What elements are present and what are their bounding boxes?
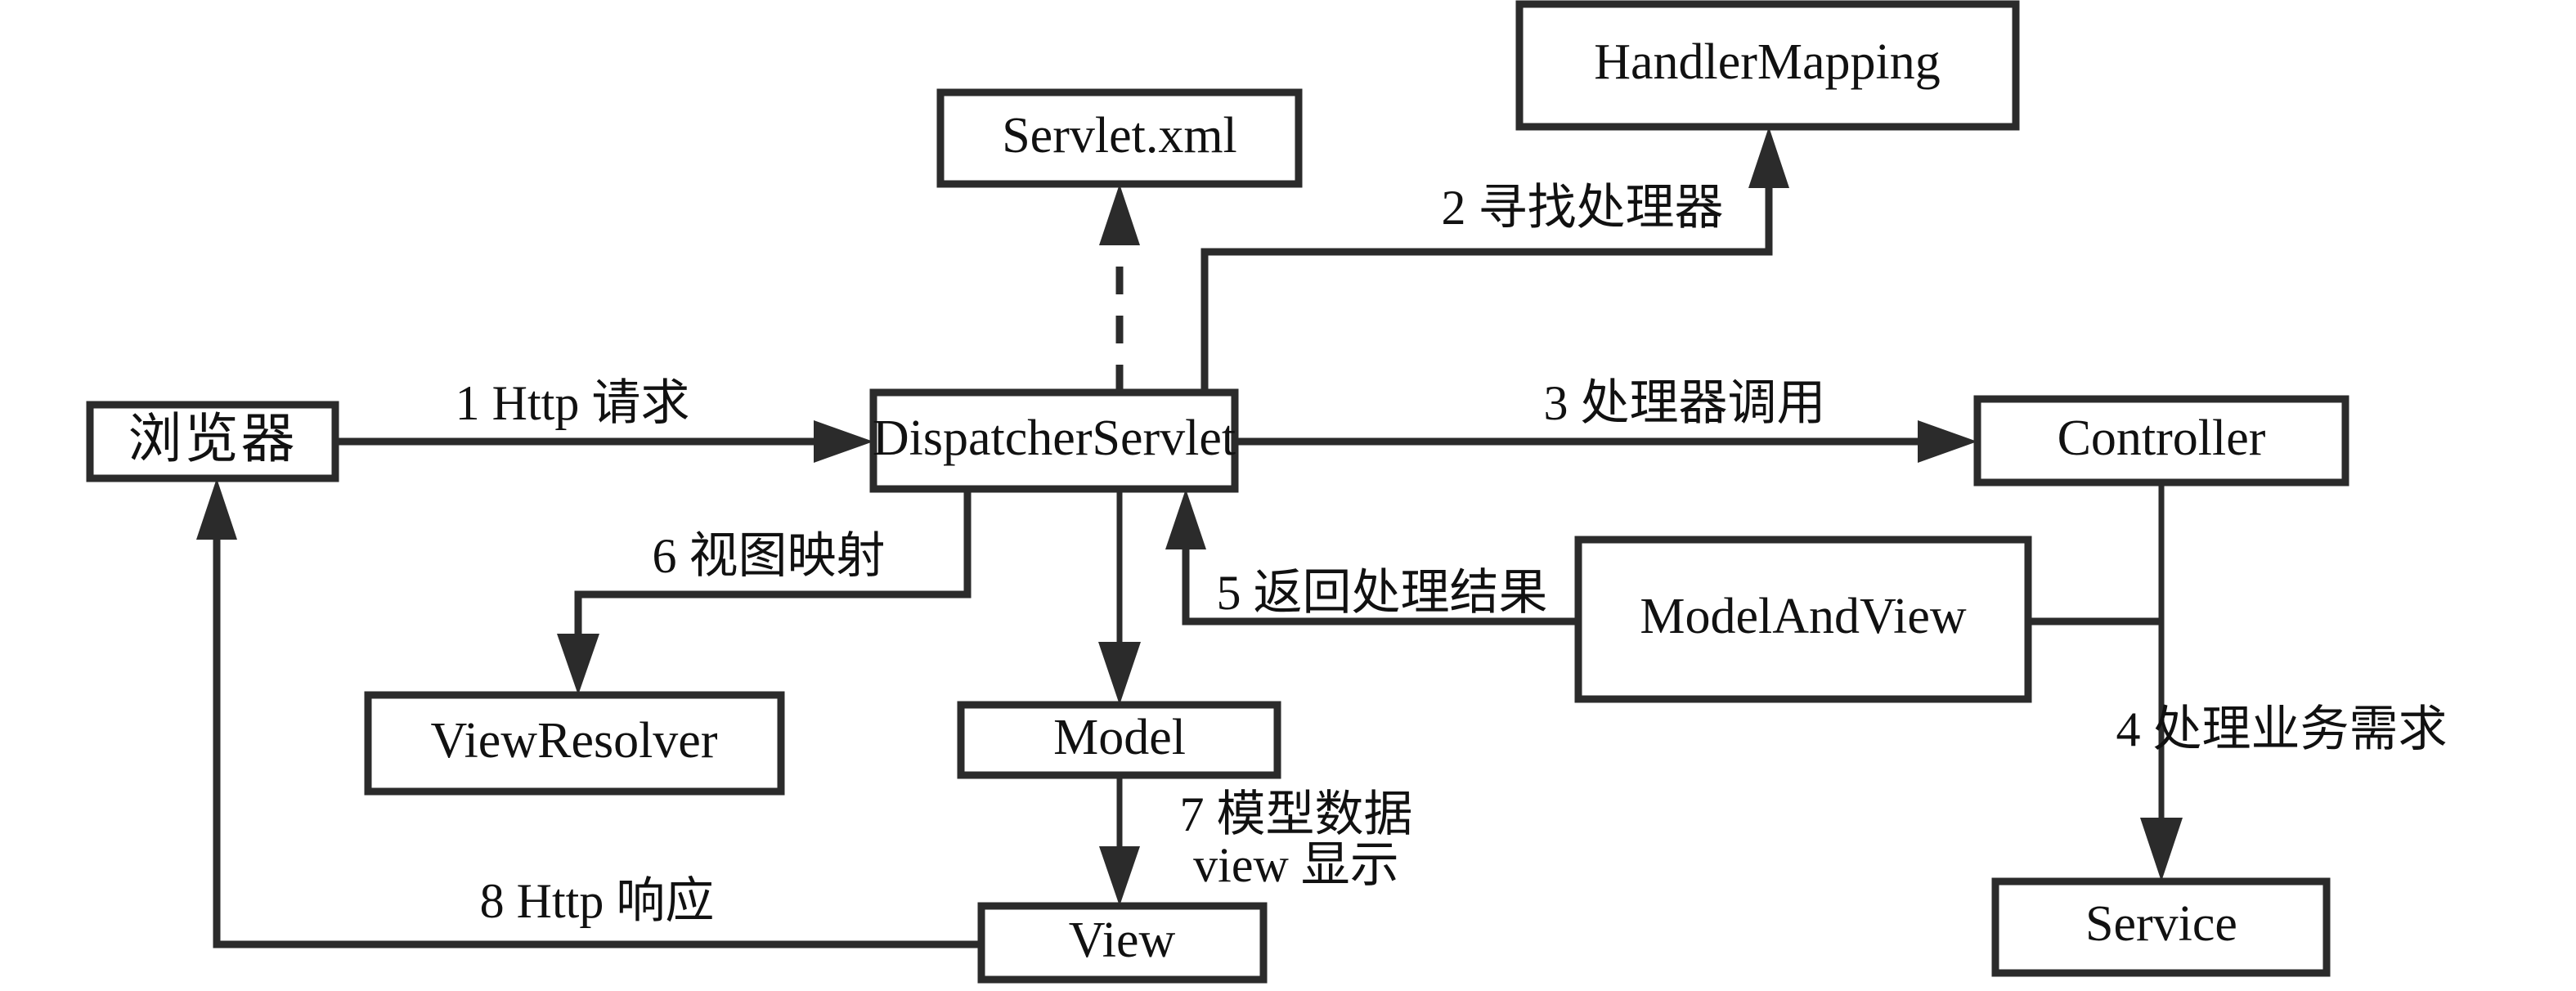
edge-label-3: 3 处理器调用 xyxy=(1544,376,1826,430)
arrowhead-down-icon xyxy=(1098,642,1141,705)
edge-modelandview-to-dispatcher: 5 返回处理结果 xyxy=(1165,489,1578,626)
edge-browser-to-dispatcher: 1 Http 请求 xyxy=(335,376,873,463)
edge-line xyxy=(1200,184,1773,392)
node-servlet-xml-box xyxy=(936,88,1303,188)
edge-model-to-view: 7 模型数据 view 显示 xyxy=(1099,775,1413,906)
node-handler-mapping-label: HandlerMapping xyxy=(1594,34,1941,90)
node-controller[interactable]: Controller xyxy=(1973,395,2349,487)
node-model-and-view-box xyxy=(1574,536,2032,703)
edge-label-2: 2 寻找处理器 xyxy=(1442,181,1724,235)
node-view-box xyxy=(977,902,1268,984)
node-handler-mapping-box xyxy=(1515,0,2020,131)
node-service-box xyxy=(1991,877,2331,977)
node-view[interactable]: View xyxy=(977,902,1268,984)
arrowhead-down-icon xyxy=(1099,846,1140,906)
arrowhead-down-icon xyxy=(557,634,599,695)
edge-label-7-line1: 7 模型数据 xyxy=(1180,787,1413,841)
edge-dispatcher-to-controller: 3 处理器调用 xyxy=(1235,376,1977,463)
node-view-resolver-box xyxy=(364,691,785,796)
edge-label-8: 8 Http 响应 xyxy=(480,874,715,928)
arrowhead-up-icon xyxy=(1165,489,1206,549)
node-service[interactable]: Service xyxy=(1991,877,2331,977)
edge-label-1: 1 Http 请求 xyxy=(456,376,690,430)
node-model-box xyxy=(957,701,1281,779)
edge-label-4: 4 处理业务需求 xyxy=(2116,702,2448,756)
arrowhead-up-icon xyxy=(1748,127,1789,188)
edge-dispatcher-to-servletxml xyxy=(1099,184,1140,392)
edge-line xyxy=(213,531,981,948)
arrowhead-right-icon xyxy=(814,420,873,463)
node-view-resolver-label: ViewResolver xyxy=(431,713,718,769)
node-controller-box xyxy=(1973,395,2349,487)
edge-label-6: 6 视图映射 xyxy=(653,529,886,583)
edge-line xyxy=(1182,544,1578,626)
arrowhead-right-icon xyxy=(1918,420,1977,463)
node-servlet-xml-label: Servlet.xml xyxy=(1002,108,1237,164)
node-handler-mapping[interactable]: HandlerMapping xyxy=(1515,0,2020,131)
edge-label-7-line2: view 显示 xyxy=(1193,838,1399,892)
edge-label-5: 5 返回处理结果 xyxy=(1217,566,1548,620)
edge-dispatcher-to-viewresolver: 6 视图映射 xyxy=(557,489,972,695)
node-controller-label: Controller xyxy=(2058,410,2266,466)
node-view-label: View xyxy=(1069,913,1176,968)
node-model-and-view-label: ModelAndView xyxy=(1640,589,1966,644)
node-model[interactable]: Model xyxy=(957,701,1281,779)
node-dispatcher-servlet-label: DispatcherServlet xyxy=(873,410,1236,466)
edge-dispatcher-to-handlermapping: 2 寻找处理器 xyxy=(1200,127,1789,392)
arrowhead-up-icon xyxy=(1099,184,1140,245)
node-dispatcher-servlet-box xyxy=(869,388,1239,493)
node-view-resolver[interactable]: ViewResolver xyxy=(364,691,785,796)
edge-view-to-browser: 8 Http 响应 xyxy=(196,478,981,948)
node-browser[interactable]: 浏览器 xyxy=(86,401,339,482)
node-dispatcher-servlet[interactable]: DispatcherServlet xyxy=(869,388,1239,493)
node-model-label: Model xyxy=(1053,710,1186,765)
node-model-and-view[interactable]: ModelAndView xyxy=(1574,536,2032,703)
edge-controller-to-service: 4 处理业务需求 xyxy=(2116,482,2448,881)
node-service-label: Service xyxy=(2085,896,2237,952)
arrowhead-down-icon xyxy=(2140,818,2183,881)
node-browser-label: 浏览器 xyxy=(128,410,298,469)
arrowhead-up-icon xyxy=(196,478,237,540)
edge-dispatcher-to-model xyxy=(1098,489,1141,705)
edge-line xyxy=(574,489,972,650)
node-servlet-xml[interactable]: Servlet.xml xyxy=(936,88,1303,188)
node-browser-box xyxy=(86,401,339,482)
